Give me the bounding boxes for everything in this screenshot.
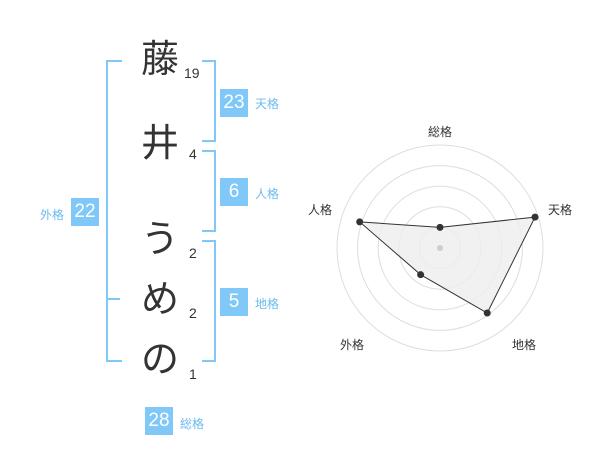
tenkaku-value: 23 (220, 89, 248, 117)
gaikaku-label: 外格 (40, 208, 65, 222)
radar-point-5 (356, 218, 364, 226)
gaikaku-bracket (106, 60, 122, 362)
gaikaku-value: 22 (71, 198, 99, 226)
jinkaku-bracket (202, 150, 216, 232)
tenkaku-label: 天格 (255, 97, 280, 111)
chikaku-label: 地格 (255, 297, 280, 311)
stroke-count-2: 4 (189, 146, 197, 162)
soukaku-label: 総格 (180, 417, 205, 431)
stroke-count-1: 19 (184, 65, 200, 81)
name-char-1: 藤 (140, 37, 179, 81)
name-char-4: め (140, 277, 179, 321)
name-char-5: の (140, 337, 179, 381)
radar-ring-5 (336, 144, 544, 352)
radar-point-3 (483, 309, 491, 317)
radar-axis-label-chikaku: 地格 (512, 338, 537, 352)
stroke-count-3: 2 (189, 245, 197, 261)
name-char-3: う (140, 217, 179, 261)
stroke-count-4: 2 (189, 305, 197, 321)
radar-axis-label-soukaku: 総格 (428, 125, 453, 139)
radar-axis-label-gaikaku: 外格 (340, 338, 365, 352)
radar-axis-label-tenkaku: 天格 (548, 203, 573, 217)
chikaku-bracket (202, 240, 216, 362)
radar-center-dot (437, 245, 443, 251)
radar-ring-4 (357, 165, 523, 331)
soukaku-value: 28 (145, 407, 173, 435)
radar-point-4 (417, 271, 425, 279)
gaikaku-bracket-divider (106, 298, 120, 300)
jinkaku-value: 6 (220, 178, 248, 206)
radar-point-1 (436, 223, 444, 231)
jinkaku-label: 人格 (255, 187, 280, 201)
stroke-count-5: 1 (189, 366, 197, 382)
tenkaku-bracket (202, 60, 216, 142)
name-char-2: 井 (140, 121, 179, 165)
radar-series-polygon (358, 216, 536, 314)
radar-axis-label-jinkaku: 人格 (308, 203, 333, 217)
radar-point-2 (531, 213, 539, 221)
radar-chart (336, 144, 544, 352)
chikaku-value: 5 (220, 288, 248, 316)
